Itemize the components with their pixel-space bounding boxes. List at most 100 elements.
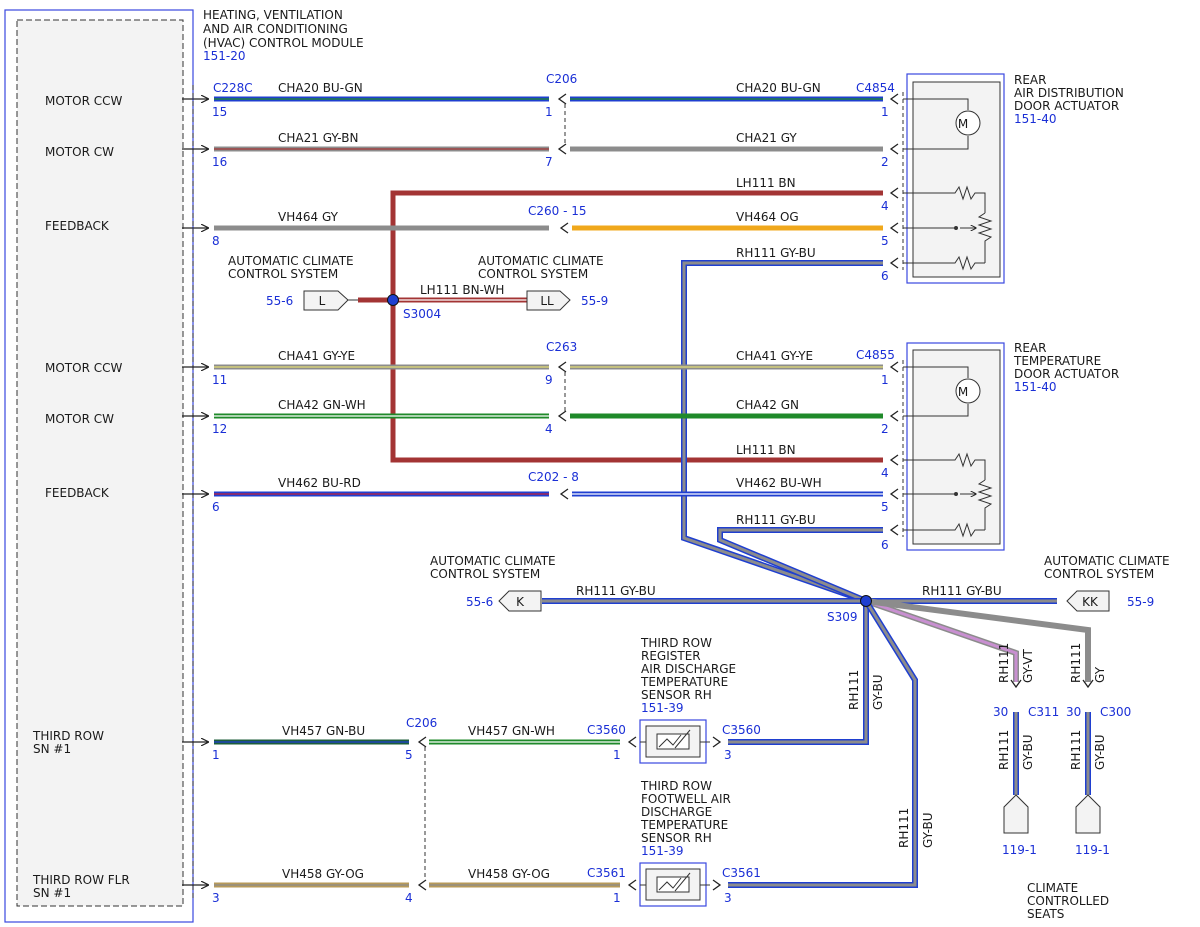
pin-num: 1 (881, 373, 889, 387)
wire-rh111-gy[interactable] (865, 598, 1091, 682)
actuator-pin-arrows (627, 93, 1094, 891)
connector-c260[interactable]: C260 - 15 (528, 204, 587, 218)
pin-label-third-row: THIRD ROW (32, 729, 104, 743)
wire-rh111-act1[interactable] (681, 260, 883, 604)
flag-ll-label: LL (540, 294, 554, 308)
pin-num: 1 (881, 105, 889, 119)
splice-s309-dot[interactable] (860, 595, 872, 607)
sensor1-ref[interactable]: 151-39 (641, 701, 684, 715)
motor-symbol-1: M (958, 117, 968, 131)
page-ref-55-9-b[interactable]: 55-9 (1127, 595, 1154, 609)
pin-num: 5 (881, 500, 889, 514)
sensor1-title-4: TEMPERATURE (640, 675, 728, 689)
wire-label: CHA21 GY-BN (278, 131, 358, 145)
pin-num: 5 (881, 234, 889, 248)
seat-connector-shapes (1003, 794, 1101, 834)
sensor2-title-3: DISCHARGE (641, 805, 712, 819)
wire-rh111-act2[interactable] (717, 527, 883, 604)
pin-num: 1 (212, 748, 220, 762)
pin-num: 30 (993, 705, 1008, 719)
acc-label-2b: CONTROL SYSTEM (478, 267, 588, 281)
sensor2-ref[interactable]: 151-39 (641, 844, 684, 858)
actuator1-ref[interactable]: 151-40 (1014, 112, 1057, 126)
flag-l[interactable] (303, 290, 358, 311)
wire-label-vertical: RH111 (897, 808, 911, 848)
wire-rh111-sensor2[interactable] (728, 599, 918, 888)
wire-label: LH111 BN-WH (420, 283, 504, 297)
wire-label: CHA41 GY-YE (736, 349, 813, 363)
connector-c3561-left[interactable]: C3561 (587, 866, 626, 880)
pin-num: 8 (212, 234, 220, 248)
actuator2-ref[interactable]: 151-40 (1014, 380, 1057, 394)
connector-c4855[interactable]: C4855 (856, 348, 895, 362)
flag-k-label: K (516, 595, 525, 609)
third-row-footwell-sensor (639, 862, 710, 907)
module-ref[interactable]: 151-20 (203, 49, 246, 63)
pin-num: 4 (545, 422, 553, 436)
flag-ll[interactable] (526, 290, 571, 311)
actuator2-title-1: REAR (1014, 341, 1046, 355)
pin-num: 1 (613, 891, 621, 905)
connector-c3560-left[interactable]: C3560 (587, 723, 626, 737)
sensor2-title-1: THIRD ROW (640, 779, 712, 793)
connector-c263[interactable]: C263 (546, 340, 577, 354)
page-ref-55-6-a[interactable]: 55-6 (266, 294, 293, 308)
actuator2-title-3: DOOR ACTUATOR (1014, 367, 1119, 381)
wire-label: RH111 GY-BU (922, 584, 1002, 598)
connector-c228c[interactable]: C228C (213, 81, 253, 95)
pin-num: 4 (405, 891, 413, 905)
page-ref-55-9-a[interactable]: 55-9 (581, 294, 608, 308)
connector-c206-top[interactable]: C206 (546, 72, 577, 86)
connector-c3560-right[interactable]: C3560 (722, 723, 761, 737)
wire-rh111-sensor1[interactable] (728, 601, 869, 745)
actuator2-title-2: TEMPERATURE (1013, 354, 1101, 368)
splice-s3004-dot[interactable] (387, 294, 399, 306)
splice-s3004[interactable]: S3004 (403, 307, 441, 321)
pin-num: 11 (212, 373, 227, 387)
pin-num: 3 (724, 891, 732, 905)
splice-s309[interactable]: S309 (827, 610, 858, 624)
wire-label-vertical: GY-BU (1093, 734, 1107, 770)
page-ref-55-6-b[interactable]: 55-6 (466, 595, 493, 609)
wire-label: VH462 BU-WH (736, 476, 822, 490)
flag-k[interactable] (498, 590, 542, 612)
page-ref-119-1-b[interactable]: 119-1 (1075, 843, 1110, 857)
acc-label-2a: AUTOMATIC CLIMATE (478, 254, 604, 268)
sensor2-title-4: TEMPERATURE (640, 818, 728, 832)
actuator1-title-1: REAR (1014, 73, 1046, 87)
pin-label-feedback-2: FEEDBACK (45, 486, 110, 500)
rear-temperature-door-actuator (903, 342, 1005, 551)
pin-num: 3 (724, 748, 732, 762)
wire-lh111-bn-loop[interactable] (390, 190, 883, 463)
module-pin-arrows (182, 99, 208, 885)
pin-num: 1 (613, 748, 621, 762)
acc-label-1b: CONTROL SYSTEM (228, 267, 338, 281)
wire-label: CHA20 BU-GN (736, 81, 821, 95)
wire-label: LH111 BN (736, 176, 796, 190)
acc-label-3b: CONTROL SYSTEM (430, 567, 540, 581)
connector-c202[interactable]: C202 - 8 (528, 470, 579, 484)
wire-label-vertical: RH111 (847, 670, 861, 710)
wire-rh111-gy-vt[interactable] (865, 598, 1019, 682)
pin-num: 12 (212, 422, 227, 436)
flag-kk[interactable] (1066, 590, 1110, 612)
connector-c311[interactable]: C311 (1028, 705, 1059, 719)
pin-num: 6 (881, 269, 889, 283)
acc-label-3a: AUTOMATIC CLIMATE (430, 554, 556, 568)
wire-label-vertical: RH111 (1069, 730, 1083, 770)
wire-label-vertical: GY-VT (1021, 649, 1035, 683)
connector-c3561-right[interactable]: C3561 (722, 866, 761, 880)
connector-c4854[interactable]: C4854 (856, 81, 895, 95)
third-row-register-sensor (639, 719, 710, 764)
wire-label-vertical: RH111 (997, 730, 1011, 770)
flag-kk-label: KK (1082, 595, 1099, 609)
wire-label-vertical: RH111 (1069, 643, 1083, 683)
connector-c300[interactable]: C300 (1100, 705, 1131, 719)
flag-l-label: L (319, 294, 326, 308)
pin-label-feedback-1: FEEDBACK (45, 219, 110, 233)
connector-c206-bottom[interactable]: C206 (406, 716, 437, 730)
sensor1-title-2: REGISTER (641, 649, 701, 663)
actuator1-title-3: DOOR ACTUATOR (1014, 99, 1119, 113)
motor-symbol-2: M (958, 385, 968, 399)
page-ref-119-1-a[interactable]: 119-1 (1002, 843, 1037, 857)
